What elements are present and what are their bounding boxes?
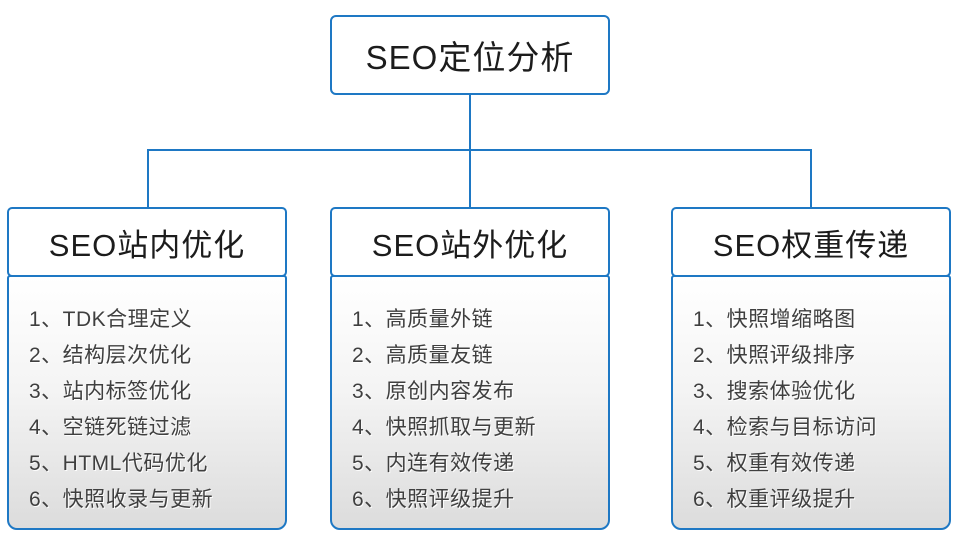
connector-crossbar	[147, 149, 812, 151]
list-item: 1、高质量外链	[352, 308, 494, 331]
list-item: 6、权重评级提升	[693, 488, 856, 511]
root-node-title: SEO定位分析	[365, 39, 575, 76]
list-item: 4、快照抓取与更新	[352, 416, 537, 439]
list-item: 2、结构层次优化	[29, 344, 192, 367]
root-node-seo-positioning: SEO定位分析	[330, 15, 610, 95]
list-item: 1、快照增缩略图	[693, 308, 856, 331]
list-item: 5、HTML代码优化	[29, 452, 208, 475]
list-item: 3、站内标签优化	[29, 380, 192, 403]
branch-header-offsite: SEO站外优化	[330, 207, 610, 277]
list-item: 3、搜索体验优化	[693, 380, 856, 403]
branch-list-offsite: 1、高质量外链 2、高质量友链 3、原创内容发布 4、快照抓取与更新 5、内连有…	[330, 275, 610, 530]
list-item: 4、空链死链过滤	[29, 416, 192, 439]
list-item: 2、快照评级排序	[693, 344, 856, 367]
branch-title: SEO权重传递	[712, 227, 910, 263]
branch-header-onsite: SEO站内优化	[7, 207, 287, 277]
connector-root-stem	[469, 95, 471, 151]
branch-offsite-optimization: SEO站外优化 1、高质量外链 2、高质量友链 3、原创内容发布 4、快照抓取与…	[330, 207, 610, 530]
list-item: 2、高质量友链	[352, 344, 494, 367]
connector-drop-left	[147, 151, 149, 208]
branch-onsite-optimization: SEO站内优化 1、TDK合理定义 2、结构层次优化 3、站内标签优化 4、空链…	[7, 207, 287, 530]
list-item: 5、权重有效传递	[693, 452, 856, 475]
list-item: 3、原创内容发布	[352, 380, 515, 403]
list-item: 5、内连有效传递	[352, 452, 515, 475]
list-item: 1、TDK合理定义	[29, 308, 193, 331]
branch-list-onsite: 1、TDK合理定义 2、结构层次优化 3、站内标签优化 4、空链死链过滤 5、H…	[7, 275, 287, 530]
list-item: 4、检索与目标访问	[693, 416, 878, 439]
branch-title: SEO站内优化	[48, 227, 246, 263]
branch-header-weight: SEO权重传递	[671, 207, 951, 277]
branch-weight-transfer: SEO权重传递 1、快照增缩略图 2、快照评级排序 3、搜索体验优化 4、检索与…	[671, 207, 951, 530]
connector-drop-right	[810, 151, 812, 208]
connector-drop-middle	[469, 151, 471, 208]
list-item: 6、快照收录与更新	[29, 488, 214, 511]
branch-title: SEO站外优化	[371, 227, 569, 263]
branch-list-weight: 1、快照增缩略图 2、快照评级排序 3、搜索体验优化 4、检索与目标访问 5、权…	[671, 275, 951, 530]
list-item: 6、快照评级提升	[352, 488, 515, 511]
